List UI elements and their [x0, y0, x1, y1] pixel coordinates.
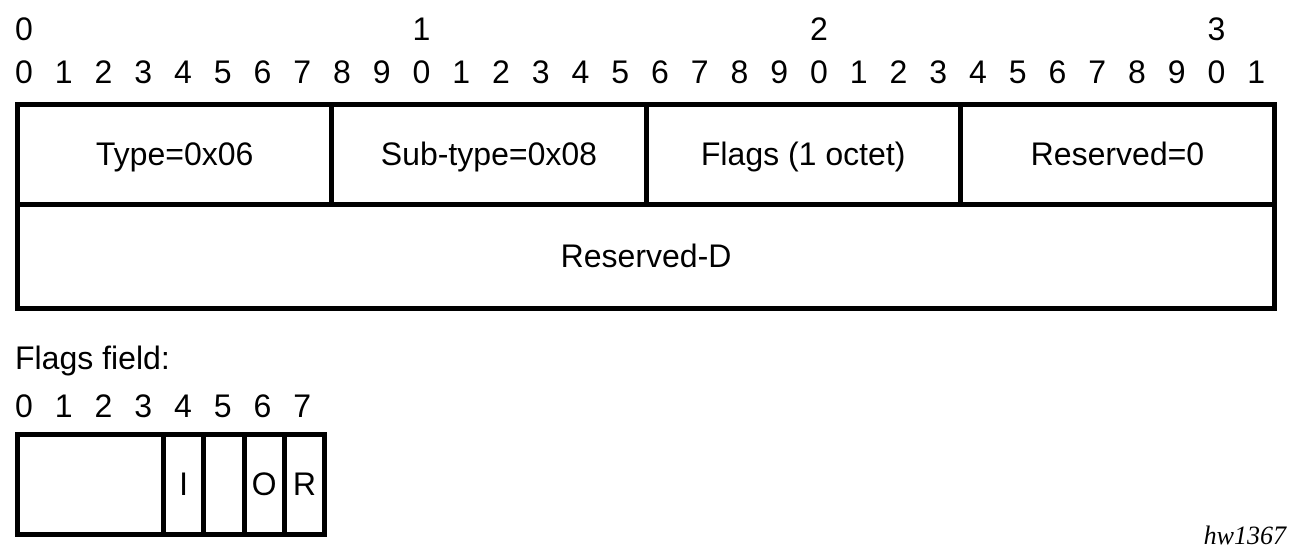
bit-ruler-tens-label: 3 — [1207, 11, 1226, 47]
packet-field-cell: Flags (1 octet) — [643, 107, 958, 202]
bit-ruler-bit-label: 2 — [94, 54, 113, 90]
flags-field-cell-label: R — [292, 466, 316, 502]
bit-ruler-bit-label: 0 — [14, 54, 33, 90]
bit-ruler-bit-label: 3 — [134, 54, 153, 90]
bit-ruler-bit-label: 6 — [650, 54, 669, 90]
bit-ruler-bit-label: 1 — [849, 54, 868, 90]
bit-ruler-bit-label: 4 — [571, 54, 590, 90]
bit-ruler-bit-label: 8 — [730, 54, 749, 90]
flags-bit-label: 7 — [293, 388, 312, 424]
flags-bit-label: 2 — [94, 388, 113, 424]
bit-ruler-bit-label: 7 — [293, 54, 312, 90]
flags-field-cell: O — [241, 437, 282, 532]
flags-bit-label: 6 — [253, 388, 272, 424]
bit-ruler-bit-label: 5 — [611, 54, 630, 90]
bit-ruler-bit-label: 7 — [1088, 54, 1107, 90]
packet-field-label: Reserved=0 — [1030, 136, 1205, 172]
flags-field-heading: Flags field: — [15, 340, 170, 376]
bit-ruler-bit-label: 8 — [332, 54, 351, 90]
bit-ruler-tens: 0 1 2 3 — [4, 11, 1276, 47]
packet-field-label: Flags (1 octet) — [700, 136, 906, 172]
flags-table: I O R — [15, 432, 327, 537]
bit-ruler-bit-label: 5 — [1008, 54, 1027, 90]
packet-field-label: Type=0x06 — [95, 136, 254, 172]
packet-row-2: Reserved-D — [20, 207, 1272, 306]
bit-ruler-bit-label: 2 — [889, 54, 908, 90]
flags-bit-label: 0 — [14, 388, 33, 424]
bit-ruler-bit-label: 0 — [412, 54, 431, 90]
packet-field-cell: Reserved=0 — [957, 107, 1272, 202]
flags-field-cell — [201, 437, 241, 532]
bit-ruler-bit-label: 4 — [173, 54, 192, 90]
flags-bit-label: 3 — [134, 388, 153, 424]
bit-ruler-bit-label: 3 — [531, 54, 550, 90]
flags-bit-label: 5 — [213, 388, 232, 424]
packet-table: Type=0x06 Sub-type=0x08 Flags (1 octet) … — [15, 102, 1277, 311]
flags-bit-label: 1 — [54, 388, 73, 424]
bit-ruler-bit-label: 9 — [770, 54, 789, 90]
bit-ruler-bit-label: 3 — [929, 54, 948, 90]
flags-field-cell: I — [161, 437, 201, 532]
bit-ruler-bit-label: 4 — [968, 54, 987, 90]
bit-ruler-bit-label: 5 — [213, 54, 232, 90]
packet-field-label: Sub-type=0x08 — [380, 136, 597, 172]
bit-ruler-bit-label: 9 — [372, 54, 391, 90]
bit-ruler-bit-label: 6 — [1048, 54, 1067, 90]
bit-ruler-bit-label: 8 — [1127, 54, 1146, 90]
bit-ruler-bit-label: 6 — [253, 54, 272, 90]
packet-field-cell: Type=0x06 — [20, 107, 329, 202]
flags-field-cell-label: O — [251, 466, 277, 502]
bit-ruler-bit-label: 1 — [1247, 54, 1266, 90]
bit-ruler-bit-label: 1 — [452, 54, 471, 90]
bit-ruler-bit-label: 9 — [1167, 54, 1186, 90]
bit-ruler-bit-label: 0 — [809, 54, 828, 90]
bit-ruler-bit-label: 0 — [1207, 54, 1226, 90]
bit-ruler-bit-label: 1 — [54, 54, 73, 90]
bit-ruler-tens-label: 0 — [14, 11, 33, 47]
flags-field-cell: R — [281, 437, 322, 532]
flags-field-cell-label: I — [179, 466, 189, 502]
flags-bit-label: 4 — [173, 388, 192, 424]
packet-field-label: Reserved-D — [560, 238, 732, 274]
bit-ruler-bit-label: 7 — [690, 54, 709, 90]
packet-row-1: Type=0x06 Sub-type=0x08 Flags (1 octet) … — [20, 107, 1272, 207]
bit-ruler-tens-label: 2 — [809, 11, 828, 47]
figure-id-text: hw1367 — [1203, 521, 1286, 550]
bit-ruler-tens-label: 1 — [412, 11, 431, 47]
packet-field-cell: Sub-type=0x08 — [329, 107, 643, 202]
packet-field-cell: Reserved-D — [20, 207, 1272, 306]
flags-field-cell — [20, 437, 161, 532]
bit-ruler-bit-label: 2 — [491, 54, 510, 90]
